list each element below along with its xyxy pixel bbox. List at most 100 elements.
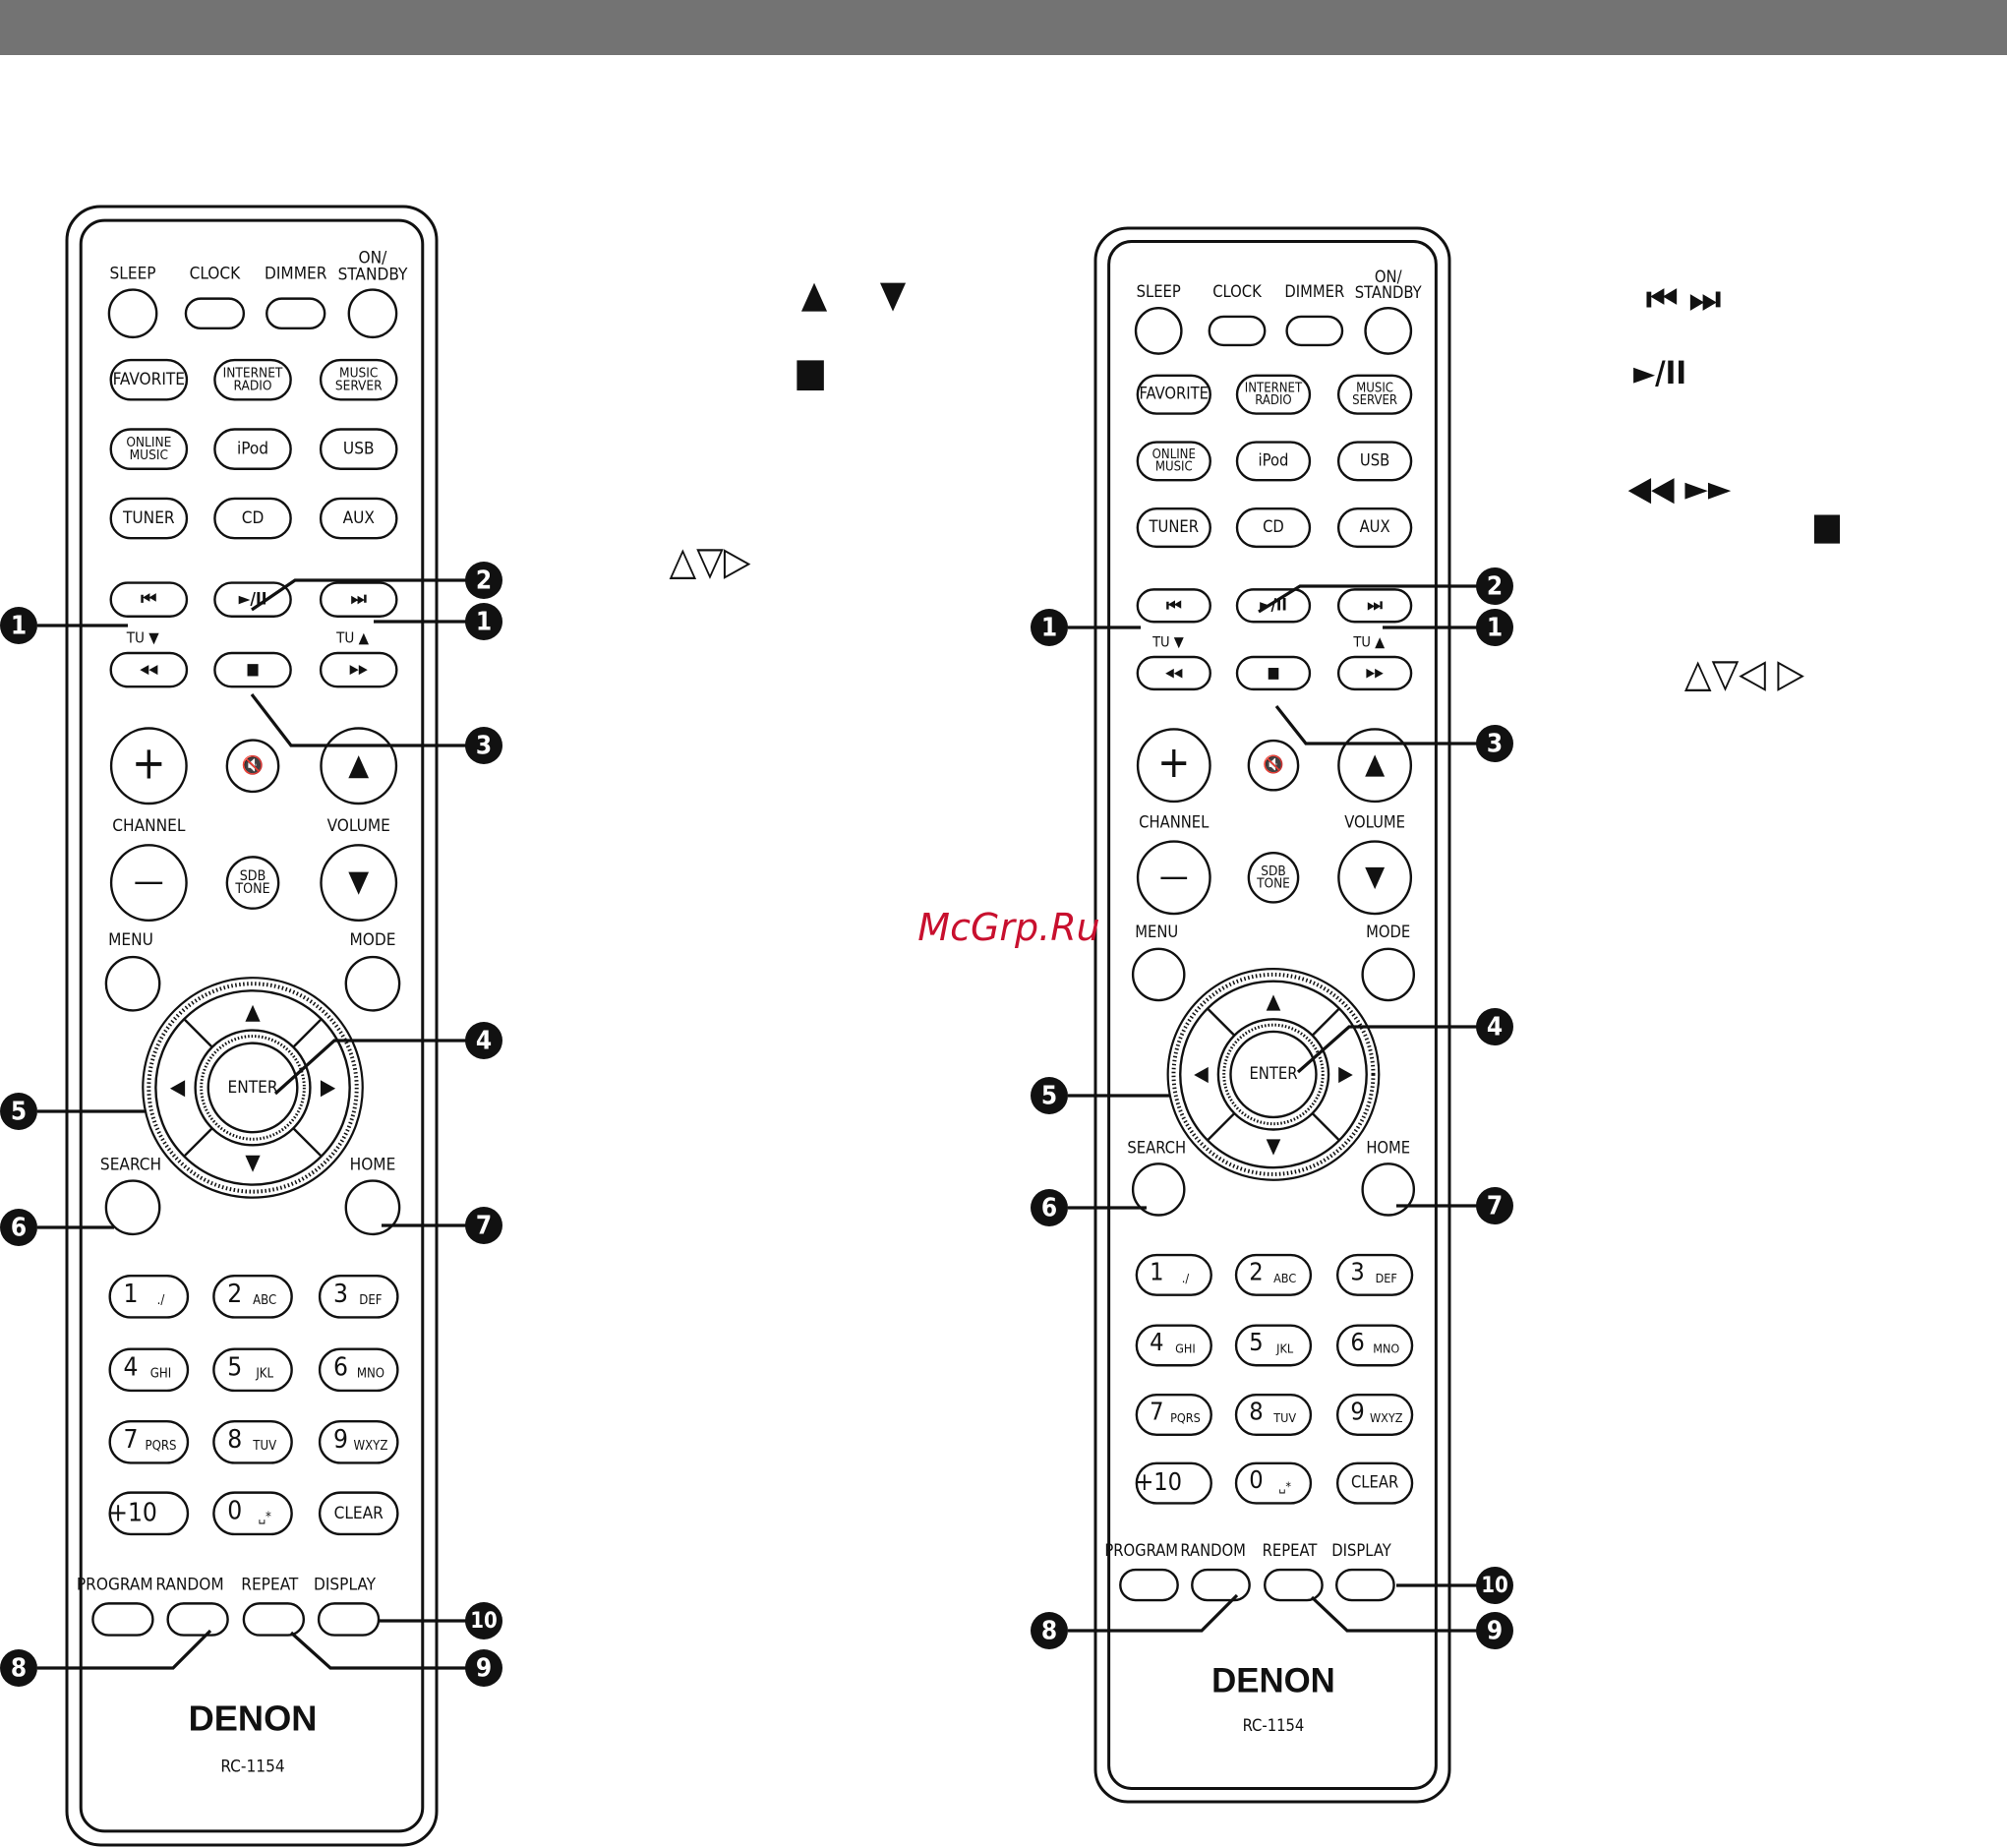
mute-button[interactable] bbox=[1247, 739, 1300, 792]
keypad-button[interactable] bbox=[1335, 1394, 1414, 1437]
skip-forward-button[interactable] bbox=[319, 581, 398, 618]
source-button[interactable] bbox=[1336, 441, 1413, 482]
keypad-button[interactable] bbox=[318, 1491, 399, 1536]
source-button[interactable] bbox=[319, 428, 398, 470]
volume-up-button[interactable] bbox=[320, 727, 398, 805]
keypad-button[interactable] bbox=[318, 1274, 399, 1319]
fast-forward-button[interactable] bbox=[319, 651, 398, 688]
enter-ring-texture bbox=[1222, 1023, 1325, 1126]
mute-button[interactable] bbox=[225, 739, 280, 794]
keypad-button[interactable] bbox=[1335, 1461, 1414, 1505]
on-standby-button[interactable] bbox=[347, 288, 398, 339]
search-button[interactable] bbox=[104, 1179, 161, 1236]
keypad-button[interactable] bbox=[108, 1274, 190, 1319]
bottom-button[interactable] bbox=[91, 1602, 154, 1637]
skip-forward-button[interactable] bbox=[1336, 588, 1413, 624]
keypad-button[interactable] bbox=[108, 1491, 190, 1536]
fast-forward-button[interactable] bbox=[1336, 655, 1413, 691]
dimmer-button[interactable] bbox=[1285, 315, 1344, 347]
mode-button[interactable] bbox=[344, 955, 401, 1012]
source-button[interactable] bbox=[319, 358, 398, 401]
search-button[interactable] bbox=[1131, 1162, 1186, 1217]
clock-button[interactable] bbox=[1208, 315, 1267, 347]
keypad-button[interactable] bbox=[1135, 1253, 1212, 1296]
source-button[interactable] bbox=[213, 358, 292, 401]
keypad-button[interactable] bbox=[1234, 1253, 1313, 1296]
sdb-tone-label: TONE bbox=[234, 881, 269, 897]
keypad-button[interactable] bbox=[212, 1419, 293, 1464]
play-pause-button[interactable] bbox=[213, 581, 292, 618]
keypad-letters: GHI bbox=[1175, 1341, 1196, 1355]
channel-up-button[interactable] bbox=[1136, 728, 1211, 804]
keypad-button[interactable] bbox=[318, 1347, 399, 1393]
source-button[interactable] bbox=[1235, 374, 1312, 415]
bottom-label: PROGRAM bbox=[77, 1575, 153, 1594]
sleep-button[interactable] bbox=[107, 288, 158, 339]
source-button[interactable] bbox=[1336, 374, 1413, 415]
bottom-button[interactable] bbox=[317, 1602, 381, 1637]
play-pause-button[interactable] bbox=[1235, 588, 1312, 624]
skip-back-button[interactable] bbox=[1136, 588, 1211, 624]
keypad-button[interactable] bbox=[212, 1347, 293, 1393]
keypad-button[interactable] bbox=[212, 1491, 293, 1536]
skip-back-button[interactable] bbox=[109, 581, 189, 618]
rewind-button[interactable] bbox=[1136, 655, 1211, 691]
source-button[interactable] bbox=[1336, 507, 1413, 549]
source-button[interactable] bbox=[213, 428, 292, 470]
menu-button[interactable] bbox=[104, 955, 161, 1012]
rewind-button[interactable] bbox=[109, 651, 189, 688]
source-button[interactable] bbox=[109, 497, 189, 540]
keypad-button[interactable] bbox=[1234, 1324, 1313, 1367]
volume-up-button[interactable] bbox=[1337, 728, 1413, 804]
keypad-button[interactable] bbox=[1135, 1324, 1212, 1367]
source-label: INTERNET bbox=[1245, 381, 1303, 395]
stop-button[interactable] bbox=[213, 651, 292, 688]
keypad-button[interactable] bbox=[1234, 1461, 1313, 1505]
keypad-button[interactable] bbox=[108, 1419, 190, 1464]
sdb-tone-button[interactable] bbox=[225, 856, 280, 910]
volume-down-button[interactable] bbox=[320, 844, 398, 922]
bottom-button[interactable] bbox=[242, 1602, 306, 1637]
bottom-button[interactable] bbox=[1334, 1568, 1395, 1602]
enter-button[interactable] bbox=[1229, 1030, 1318, 1119]
bottom-button[interactable] bbox=[166, 1602, 229, 1637]
keypad-button[interactable] bbox=[1335, 1324, 1414, 1367]
source-button[interactable] bbox=[1235, 441, 1312, 482]
dimmer-button[interactable] bbox=[266, 297, 326, 330]
bottom-button[interactable] bbox=[1191, 1568, 1251, 1602]
bottom-button[interactable] bbox=[1264, 1568, 1324, 1602]
bottom-button[interactable] bbox=[1119, 1568, 1179, 1602]
menu-button[interactable] bbox=[1131, 947, 1186, 1002]
enter-button[interactable] bbox=[207, 1042, 299, 1134]
sdb-tone-button[interactable] bbox=[1247, 851, 1300, 904]
keypad-button[interactable] bbox=[1335, 1253, 1414, 1296]
channel-up-button[interactable] bbox=[109, 727, 188, 805]
source-button[interactable] bbox=[319, 497, 398, 540]
keypad-button[interactable] bbox=[1135, 1461, 1212, 1505]
keypad-button[interactable] bbox=[1135, 1394, 1212, 1437]
channel-down-button[interactable] bbox=[109, 844, 188, 922]
source-button[interactable] bbox=[1235, 507, 1312, 549]
clock-button[interactable] bbox=[184, 297, 246, 330]
sdb-tone-label: TONE bbox=[1256, 876, 1290, 892]
keypad-button[interactable] bbox=[1234, 1394, 1313, 1437]
on-standby-button[interactable] bbox=[1364, 307, 1413, 355]
source-button[interactable] bbox=[109, 428, 189, 470]
channel-down-button[interactable] bbox=[1136, 840, 1211, 916]
callout-badge bbox=[1031, 1189, 1068, 1226]
keypad-button[interactable] bbox=[212, 1274, 293, 1319]
source-button[interactable] bbox=[109, 358, 189, 401]
home-button[interactable] bbox=[1361, 1162, 1416, 1217]
volume-down-button[interactable] bbox=[1337, 840, 1413, 916]
sleep-button[interactable] bbox=[1134, 307, 1183, 355]
home-button[interactable] bbox=[344, 1179, 401, 1236]
source-button[interactable] bbox=[1136, 507, 1211, 549]
source-button[interactable] bbox=[213, 497, 292, 540]
mode-button[interactable] bbox=[1361, 947, 1416, 1002]
keypad-button[interactable] bbox=[108, 1347, 190, 1393]
keypad-letters: ./ bbox=[1182, 1271, 1190, 1285]
stop-button[interactable] bbox=[1235, 655, 1312, 691]
source-button[interactable] bbox=[1136, 374, 1211, 415]
source-button[interactable] bbox=[1136, 441, 1211, 482]
keypad-button[interactable] bbox=[318, 1419, 399, 1464]
